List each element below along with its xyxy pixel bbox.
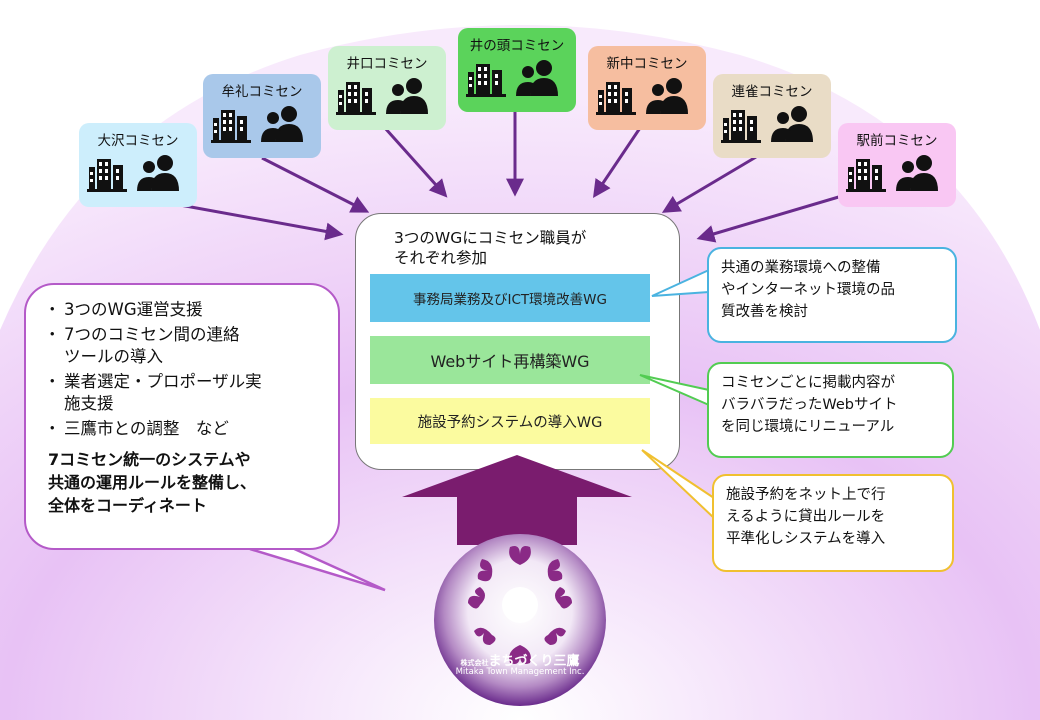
bullet-item: 3つのWG運営支援 bbox=[44, 299, 324, 321]
community-center-name: 新中コミセン bbox=[606, 56, 688, 72]
logo-english-name: Mitaka Town Management Inc. bbox=[455, 667, 585, 677]
arrow-shinnaka bbox=[592, 127, 642, 198]
community-center-name: 牟礼コミセン bbox=[221, 84, 303, 100]
callout-ict: 共通の業務環境への整備 やインターネット環境の品 質改善を検討 bbox=[707, 247, 957, 343]
callout-reservation: 施設予約をネット上で行 えるように貸出ルールを 平準化しシステムを導入 bbox=[712, 474, 954, 572]
center-icons bbox=[846, 153, 944, 197]
building-icon bbox=[466, 64, 506, 97]
arrow-renjaku bbox=[661, 155, 757, 213]
bullet-item: 7つのコミセン間の連絡 ツールの導入 bbox=[44, 324, 324, 368]
bullet-item: 三鷹市との調整 など bbox=[44, 418, 324, 440]
arrow-mure bbox=[261, 156, 370, 213]
logo-main: まちづくり三鷹 bbox=[488, 654, 580, 669]
wg-label: 事務局業務及びICT環境改善WG bbox=[413, 292, 607, 308]
wg-label: Webサイト再構築WG bbox=[430, 352, 590, 371]
arrow-ekimae bbox=[696, 194, 843, 243]
community-center-renjaku: 連雀コミセン bbox=[713, 74, 831, 158]
community-center-name: 井の頭コミセン bbox=[469, 38, 565, 54]
community-center-ekimae: 駅前コミセン bbox=[838, 123, 956, 207]
callout-website: コミセンごとに掲載内容が バラバラだったWebサイト を同じ環境にリニューアル bbox=[707, 362, 954, 458]
wg-reservation-system: 施設予約システムの導入WG bbox=[370, 398, 650, 444]
people-icon bbox=[896, 155, 938, 191]
community-center-osawa: 大沢コミセン bbox=[79, 123, 197, 207]
support-bullet-list: 3つのWG運営支援 7つのコミセン間の連絡 ツールの導入 業者選定・プロポーザル… bbox=[44, 299, 324, 440]
center-icons bbox=[211, 104, 309, 148]
people-icon bbox=[516, 60, 558, 96]
community-center-inokashira: 井の頭コミセン bbox=[458, 28, 576, 112]
arrow-iguchi bbox=[383, 126, 448, 198]
center-icons bbox=[721, 104, 819, 148]
building-icon bbox=[596, 82, 636, 115]
building-icon bbox=[721, 110, 761, 143]
center-icons bbox=[466, 58, 564, 102]
building-icon bbox=[336, 82, 376, 115]
wg-label: 施設予約システムの導入WG bbox=[417, 414, 603, 431]
community-center-iguchi: 井口コミセン bbox=[328, 46, 446, 130]
community-center-mure: 牟礼コミセン bbox=[203, 74, 321, 158]
support-summary-box: 3つのWG運営支援 7つのコミセン間の連絡 ツールの導入 業者選定・プロポーザル… bbox=[24, 283, 340, 550]
center-icons bbox=[336, 76, 434, 120]
arrow-osawa bbox=[179, 203, 344, 241]
community-center-name: 大沢コミセン bbox=[97, 133, 179, 149]
community-center-name: 井口コミセン bbox=[346, 56, 428, 72]
logo-company-name: 株式会社まちづくり三鷹 bbox=[455, 650, 585, 669]
people-icon bbox=[771, 106, 813, 142]
people-icon bbox=[137, 155, 179, 191]
flower-mark-icon bbox=[468, 546, 572, 664]
center-icons bbox=[87, 153, 185, 197]
community-center-name: 連雀コミセン bbox=[731, 84, 813, 100]
community-center-name: 駅前コミセン bbox=[856, 133, 938, 149]
people-icon bbox=[646, 78, 688, 114]
people-icon bbox=[261, 106, 303, 142]
building-icon bbox=[211, 110, 251, 143]
building-icon bbox=[87, 159, 127, 192]
community-center-shinnaka: 新中コミセン bbox=[588, 46, 706, 130]
center-title: 3つのWGにコミセン職員が それぞれ参加 bbox=[394, 229, 587, 267]
logo-prefix: 株式会社 bbox=[460, 659, 489, 667]
bullet-item: 業者選定・プロポーザル実 施支援 bbox=[44, 371, 324, 415]
summary-text: 7コミセン統一のシステムや 共通の運用ルールを整備し、 全体をコーディネート bbox=[48, 450, 257, 515]
wg-ict-environment: 事務局業務及びICT環境改善WG bbox=[370, 274, 650, 322]
center-icons bbox=[596, 76, 694, 120]
people-icon bbox=[386, 78, 428, 114]
wg-website-rebuild: Webサイト再構築WG bbox=[370, 336, 650, 384]
building-icon bbox=[846, 159, 886, 192]
